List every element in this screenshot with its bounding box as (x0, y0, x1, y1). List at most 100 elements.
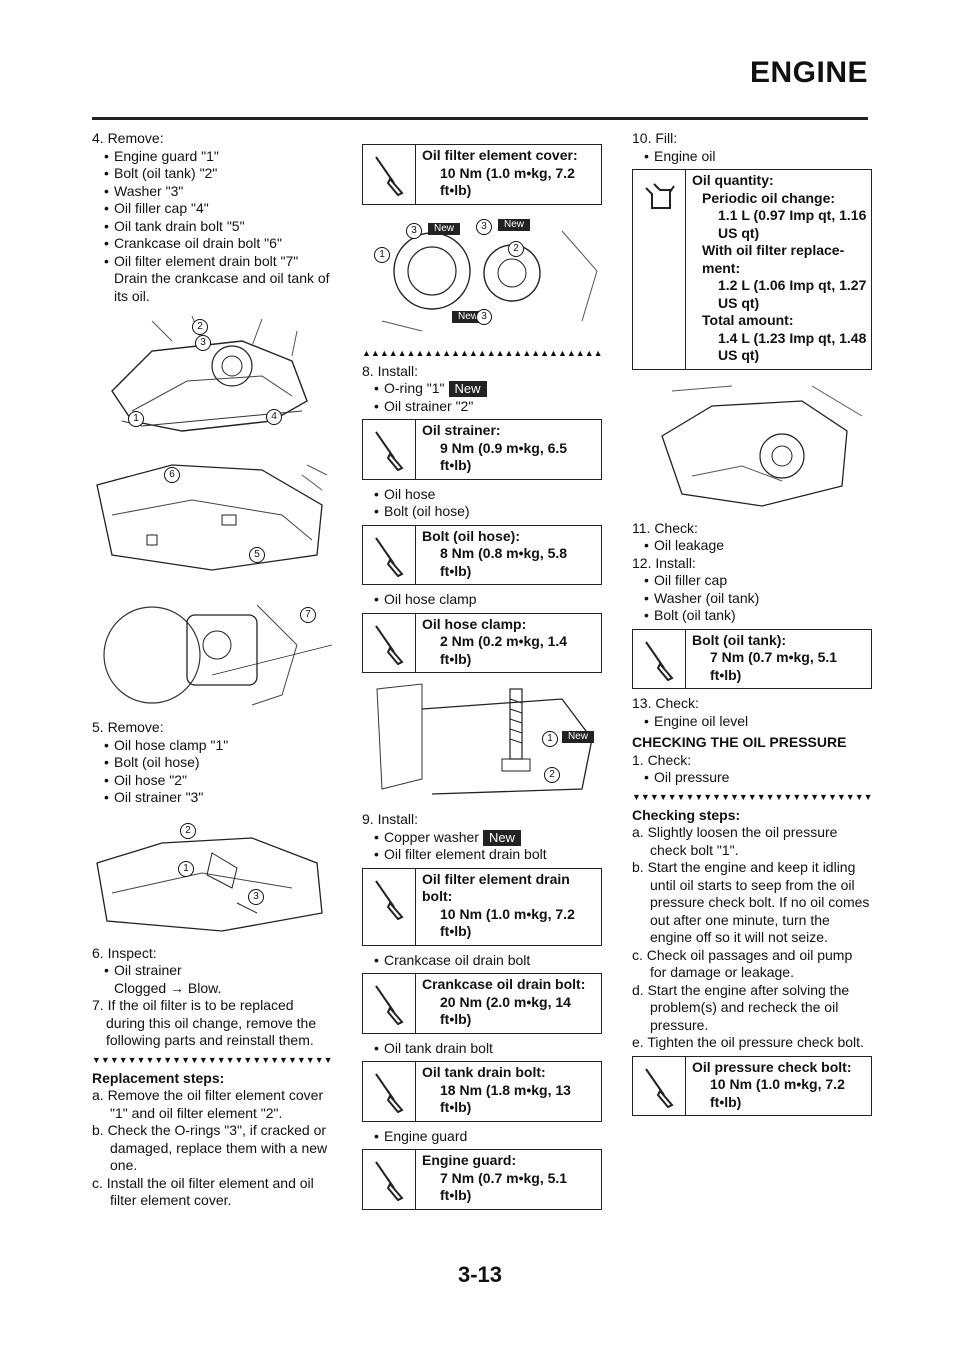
torque-wrench-icon (372, 153, 406, 202)
spec-label: Oil tank drain bolt: (422, 1064, 546, 1080)
spec-value: 18 Nm (1.8 m•kg, 13 (440, 1081, 571, 1098)
callout-2: 2 (192, 319, 208, 335)
list-item: Oil leakage (644, 537, 872, 555)
torque-wrench-icon (372, 428, 406, 477)
callout-1: 1 (128, 411, 144, 427)
step-13: 13. Check: (632, 695, 699, 711)
list-item: Engine guard "1" (104, 148, 332, 166)
spec-value: ft•lb) (440, 923, 472, 939)
list-item: Oil hose clamp (374, 591, 602, 609)
spec-label: Oil filter element cover: (422, 147, 578, 163)
list-item: Oil strainer (104, 962, 332, 980)
torque-wrench-icon (642, 638, 676, 687)
list-item: O-ring "1"New (374, 380, 602, 398)
spec-value: ft•lb) (440, 562, 472, 579)
callout-2: 2 (508, 240, 524, 257)
spec-value: ft•lb) (710, 666, 742, 683)
spec-label: Periodic oil change: (702, 189, 836, 206)
list-item: b. Check the O-rings "3", if cracked or … (92, 1122, 328, 1173)
header-rule (92, 117, 868, 120)
list-item: Oil hose "2" (104, 772, 332, 790)
spec-value: ft•lb) (440, 182, 472, 198)
new-badge: New (482, 829, 521, 846)
list-item: b. Start the engine and keep it idling u… (632, 859, 870, 945)
spec-box: Oil strainer: 9 Nm (0.9 m•kg, 6.5 ft•lb) (362, 419, 602, 480)
callout-1: 1 (178, 860, 194, 877)
callout-4: 4 (266, 409, 282, 425)
spec-value: ft•lb) (710, 1093, 742, 1110)
spec-label: Oil filter element drain (422, 870, 570, 887)
step-5: 5. Remove: (92, 719, 164, 735)
list-item: Engine oil (644, 148, 872, 166)
spec-box: Crankcase oil drain bolt: 20 Nm (2.0 m•k… (362, 973, 602, 1034)
spec-label: Oil quantity: (692, 172, 774, 188)
spec-value: US qt) (718, 347, 760, 363)
spec-value: 8 Nm (0.8 m•kg, 5.8 (440, 545, 568, 561)
step-11: 11. Check: (632, 519, 698, 536)
callout-3: 3 (195, 335, 211, 351)
callout-3: 3 (476, 218, 492, 235)
list-item: Crankcase oil drain bolt (374, 952, 602, 970)
spec-value: 10 Nm (1.0 m•kg, 7.2 (440, 164, 575, 181)
step-10: 10. Fill: (632, 130, 678, 146)
figure-engine-side (632, 376, 872, 514)
list-item: Oil strainer "3" (104, 789, 332, 807)
list-item: e. Tighten the oil pressure check bolt. (632, 1034, 864, 1050)
list-item: Bolt (oil hose) (104, 754, 332, 772)
list-item: Engine guard (374, 1128, 602, 1146)
spec-value: 9 Nm (0.9 m•kg, 6.5 (440, 439, 568, 456)
torque-wrench-icon (372, 534, 406, 583)
column-right: 10. Fill: Engine oil Oil quantity: Perio… (632, 130, 872, 1122)
steps-end-marker: ▲▲▲▲▲▲▲▲▲▲▲▲▲▲▲▲▲▲▲▲▲▲▲▲▲▲▲▲▲▲▲▲ (362, 347, 602, 358)
list-item: c. Install the oil filter element and oi… (92, 1174, 314, 1209)
torque-wrench-icon (372, 982, 406, 1031)
spec-box: Oil quantity: Periodic oil change: 1.1 L… (632, 169, 872, 370)
step-note: Clogged → Blow. (114, 979, 222, 996)
callout-5: 5 (249, 547, 265, 563)
spec-value: 20 Nm (2.0 m•kg, 14 (440, 993, 571, 1010)
spec-value: ft•lb) (440, 650, 472, 667)
spec-box: Bolt (oil hose): 8 Nm (0.8 m•kg, 5.8 ft•… (362, 524, 602, 585)
figure-copper-washer: 1 New 2 (362, 679, 602, 805)
list-item: Bolt (oil hose) (374, 503, 602, 521)
spec-value: 1.4 L (1.23 Imp qt, 1.48 (718, 329, 867, 346)
step-9: 9. Install: (362, 811, 419, 827)
spec-box: Oil hose clamp: 2 Nm (0.2 m•kg, 1.4 ft•l… (362, 612, 602, 673)
step-note: Drain the crankcase and oil tank of its … (114, 270, 330, 304)
torque-wrench-icon (372, 877, 406, 926)
callout-3: 3 (406, 222, 422, 239)
spec-value: ft•lb) (440, 457, 472, 473)
list-item: Crankcase oil drain bolt "6" (104, 235, 332, 253)
section-heading: CHECKING THE OIL PRESSURE (632, 734, 847, 750)
steps-start-marker: ▼▼▼▼▼▼▼▼▼▼▼▼▼▼▼▼▼▼▼▼▼▼▼▼▼▼▼▼▼▼▼▼ (632, 791, 872, 802)
spec-box: Oil filter element cover: 10 Nm (1.0 m•k… (362, 144, 602, 205)
page-header-title: ENGINE (749, 56, 868, 89)
list-item: Washer (oil tank) (644, 590, 872, 608)
list-item: Oil filter element drain bolt (374, 846, 602, 864)
steps-start-marker: ▼▼▼▼▼▼▼▼▼▼▼▼▼▼▼▼▼▼▼▼▼▼▼▼▼▼▼▼▼▼▼▼ (92, 1054, 332, 1065)
spec-label: Bolt (oil tank): (692, 631, 787, 648)
spec-label: Oil strainer: (422, 422, 501, 438)
list-item: c. Check oil passages and oil pump for d… (632, 946, 853, 981)
spec-box: Oil pressure check bolt: 10 Nm (1.0 m•kg… (632, 1055, 872, 1116)
spec-value: ft•lb) (440, 1011, 472, 1027)
steps-title: Replacement steps: (92, 1069, 225, 1086)
list-item: Oil pressure (644, 769, 872, 787)
spec-box: Oil filter element drain bolt: 10 Nm (1.… (362, 867, 602, 946)
spec-label: Total amount: (702, 312, 794, 328)
figure-engine-guard: 2 3 1 4 (92, 311, 332, 439)
step-p1: 1. Check: (632, 751, 692, 768)
step-7: 7. If the oil filter is to be replaced d… (92, 997, 317, 1048)
spec-label: Crankcase oil drain bolt: (422, 976, 586, 992)
list-item: Oil hose (374, 486, 602, 504)
spec-value: 7 Nm (0.7 m•kg, 5.1 (710, 649, 838, 665)
spec-box: Oil tank drain bolt: 18 Nm (1.8 m•kg, 13… (362, 1061, 602, 1122)
spec-value: 2 Nm (0.2 m•kg, 1.4 (440, 633, 568, 649)
spec-box: Bolt (oil tank): 7 Nm (0.7 m•kg, 5.1 ft•… (632, 628, 872, 689)
list-item: Oil hose clamp "1" (104, 737, 332, 755)
spec-box: Engine guard: 7 Nm (0.7 m•kg, 5.1 ft•lb) (362, 1149, 602, 1210)
torque-wrench-icon (642, 1065, 676, 1114)
list-item: Bolt (oil tank) (644, 607, 872, 625)
callout-2: 2 (180, 822, 196, 839)
spec-label: Oil hose clamp: (422, 615, 527, 632)
